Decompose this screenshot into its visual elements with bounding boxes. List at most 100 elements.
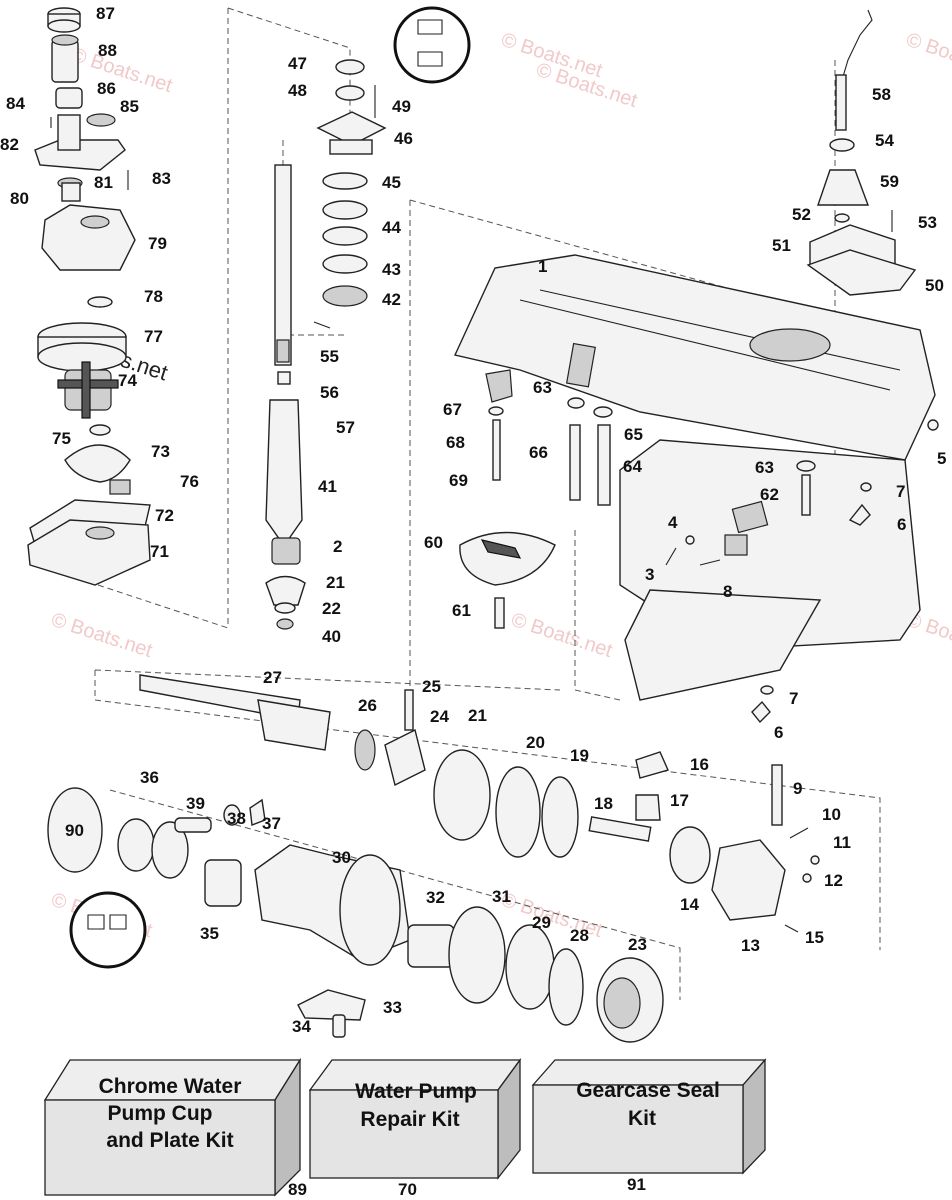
callout-number: 8	[723, 582, 732, 601]
callout-number: 83	[152, 169, 171, 188]
callout-number: 48	[288, 81, 307, 100]
callout-number: 21	[468, 706, 487, 725]
kit-box-chrome-water-pump[interactable]: Chrome Water Pump Cup and Plate Kit 89	[43, 1057, 307, 1199]
callout-number: 88	[98, 41, 117, 60]
callout-number: 61	[452, 601, 471, 620]
callout-number: 26	[358, 696, 377, 715]
callout-number: 44	[382, 218, 401, 237]
propeller-shaft-row	[139, 674, 820, 933]
callout-number: 71	[150, 542, 169, 561]
callout-number: 47	[288, 54, 307, 73]
kit-title-line: Kit	[628, 1107, 656, 1130]
callout-number: 72	[155, 506, 174, 525]
callout-number: 12	[824, 871, 843, 890]
callout-number: 86	[97, 79, 116, 98]
kit-title-line: Chrome Water	[99, 1075, 242, 1098]
callout-number: 65	[624, 425, 643, 444]
kit-box-water-pump-repair[interactable]: Water Pump Repair Kit 70	[308, 1058, 522, 1199]
kit-boxes: Chrome Water Pump Cup and Plate Kit 89 W…	[43, 1057, 767, 1199]
callout-number: 43	[382, 260, 401, 279]
callout-number: 14	[680, 895, 699, 914]
callout-number: 45	[382, 173, 401, 192]
callout-number: 73	[151, 442, 170, 461]
bearing-carrier-row	[47, 787, 664, 1043]
callout-number: 57	[336, 418, 355, 437]
callout-number: 85	[120, 97, 139, 116]
callout-number: 90	[65, 821, 84, 840]
kit-title-line: Gearcase Seal	[576, 1079, 720, 1102]
kit-title-line: Water Pump	[355, 1080, 477, 1103]
callout-number: 40	[322, 627, 341, 646]
callout-number: 17	[670, 791, 689, 810]
callout-number: 55	[320, 347, 339, 366]
callout-number: 19	[570, 746, 589, 765]
callout-number: 24	[430, 707, 449, 726]
callout-number: 29	[532, 913, 551, 932]
kit-box-gearcase-seal[interactable]: Gearcase Seal Kit 91	[531, 1058, 767, 1194]
callout-number: 1	[538, 257, 547, 276]
callout-number: 41	[318, 477, 337, 496]
driveshaft-column	[265, 6, 471, 630]
gearcase-housing	[454, 254, 939, 701]
callout-number: 22	[322, 599, 341, 618]
watermark: © Boats.net	[48, 609, 155, 662]
callout-number: 21	[326, 573, 345, 592]
callout-number: 63	[755, 458, 774, 477]
callout-number: 7	[896, 482, 905, 501]
callout-number: 80	[10, 189, 29, 208]
kit-title-line: Repair Kit	[360, 1108, 459, 1131]
callout-number: 3	[645, 565, 654, 584]
callout-number: 36	[140, 768, 159, 787]
callout-number: 68	[446, 433, 465, 452]
callout-number: 34	[292, 1017, 311, 1036]
callout-number: 60	[424, 533, 443, 552]
callout-number: 67	[443, 400, 462, 419]
callout-number: 53	[918, 213, 937, 232]
callout-number: 6	[774, 723, 783, 742]
callout-number: 32	[426, 888, 445, 907]
callout-number: 64	[623, 457, 642, 476]
water-pump-stack	[27, 7, 151, 586]
callout-number: 2	[333, 537, 342, 556]
callout-number: 66	[529, 443, 548, 462]
callout-number: 15	[805, 928, 824, 947]
callout-number: 87	[96, 4, 115, 23]
kit-number: 70	[398, 1180, 417, 1199]
callout-number: 13	[741, 936, 760, 955]
callout-number: 69	[449, 471, 468, 490]
callout-number: 59	[880, 172, 899, 191]
impeller	[57, 361, 119, 419]
callout-number: 51	[772, 236, 791, 255]
callout-number: 25	[422, 677, 441, 696]
kit-number: 89	[288, 1180, 307, 1199]
callout-number: 7	[789, 689, 798, 708]
callout-number: 82	[0, 135, 19, 154]
callout-number: 75	[52, 429, 71, 448]
callout-number: 11	[833, 833, 851, 852]
callout-number: 35	[200, 924, 219, 943]
callout-number: 79	[148, 234, 167, 253]
callout-number: 28	[570, 926, 589, 945]
callout-number: 77	[144, 327, 163, 346]
callout-number: 46	[394, 129, 413, 148]
callout-number: 31	[492, 887, 511, 906]
callout-number: 74	[118, 371, 137, 390]
callout-number: 33	[383, 998, 402, 1017]
callout-number: 4	[668, 513, 678, 532]
kit-number: 91	[627, 1175, 646, 1194]
shift-rod-assembly	[806, 9, 917, 296]
callout-number: 23	[628, 935, 647, 954]
callout-number: 42	[382, 290, 401, 309]
callout-number: 49	[392, 97, 411, 116]
callout-number: 30	[332, 848, 351, 867]
callout-number: 63	[533, 378, 552, 397]
callout-number: 20	[526, 733, 545, 752]
callout-number: 62	[760, 485, 779, 504]
callout-number: 10	[822, 805, 841, 824]
callout-number: 54	[875, 131, 894, 150]
callout-number: 81	[94, 173, 113, 192]
callout-number: 38	[227, 809, 246, 828]
watermark: © Boats.net	[508, 609, 615, 662]
